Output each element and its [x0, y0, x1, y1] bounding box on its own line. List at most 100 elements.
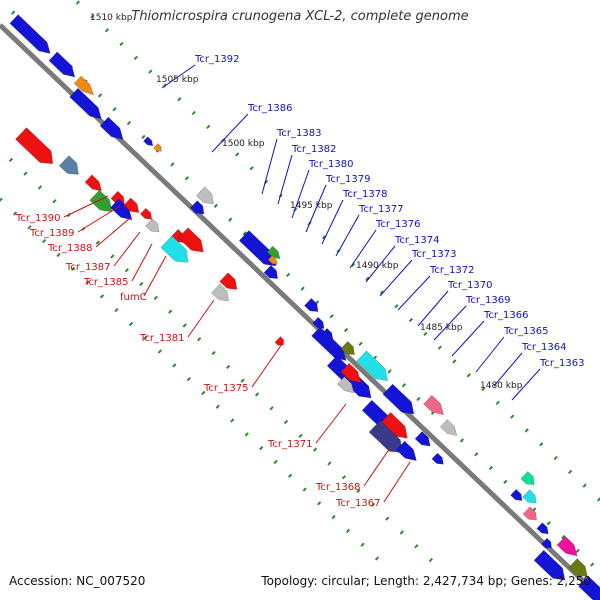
gene-label-top: Tcr_1370 [447, 280, 492, 291]
grid-dot [414, 544, 419, 549]
gene-label-top: Tcr_1369 [465, 295, 510, 306]
callout-line [433, 305, 467, 341]
grid-dot [408, 317, 414, 323]
gene-arrow [423, 394, 445, 416]
grid-dot [95, 240, 100, 245]
grid-dot [99, 294, 105, 299]
gene-label-top: Tcr_1374 [394, 235, 439, 246]
grid-dot [394, 304, 399, 309]
grid-dot [41, 238, 47, 244]
callout-line [161, 64, 196, 89]
grid-dot [126, 120, 132, 126]
gene-arrow [48, 51, 76, 78]
grid-dot [356, 488, 361, 494]
gene-arrow [431, 452, 444, 465]
grid-dot [206, 124, 211, 129]
grid-dot [215, 404, 220, 409]
gene-labels: Tcr_1392Tcr_1386Tcr_1383Tcr_1382Tcr_1380… [15, 54, 584, 509]
grid-dot [286, 272, 291, 277]
grid-dot [124, 268, 129, 273]
grid-dot [597, 497, 600, 502]
callout-line [315, 403, 347, 444]
callout-line [113, 231, 141, 267]
gene-arrow [414, 431, 431, 447]
gene-label-top: Tcr_1377 [358, 204, 403, 215]
gene-arrow [266, 245, 281, 260]
grid-dot [211, 350, 216, 356]
grid-dot [186, 376, 191, 382]
grid-dot [70, 266, 76, 271]
grid-dot [244, 432, 249, 437]
gene-label-top: Tcr_1378 [342, 189, 387, 200]
gene-label-bottom: Tcr_1385 [83, 277, 128, 288]
gene-arrow [382, 383, 415, 415]
callout-line [511, 368, 541, 401]
gene-label-bottom: Tcr_1389 [29, 228, 74, 239]
grid-dot [452, 359, 457, 364]
grid-dot [27, 225, 32, 230]
gene-arrow [304, 297, 319, 312]
callout-line [131, 243, 153, 282]
gene-arrow [153, 143, 162, 152]
grid-dot [524, 428, 529, 433]
grid-dot [399, 530, 404, 535]
grid-dot [590, 562, 595, 567]
grid-dot [546, 521, 551, 526]
grid-dot [13, 211, 18, 216]
grid-dot [37, 185, 43, 190]
grid-dot [230, 418, 235, 423]
gene-arrow [143, 136, 154, 147]
gene-arrow [533, 549, 566, 581]
grid-dot [466, 373, 471, 378]
grid-dot [259, 446, 264, 451]
grid-dot [300, 286, 305, 291]
gene-arrow [337, 376, 355, 394]
grid-dot [582, 483, 587, 488]
grid-dot [321, 235, 327, 240]
grid-dot [119, 41, 124, 47]
gene-arrow [541, 537, 552, 549]
grid-dot [177, 97, 182, 102]
gene-arrow [189, 200, 205, 215]
callout-line [143, 255, 167, 297]
gene-arrow [139, 207, 153, 220]
gene-arrow [578, 575, 600, 600]
callout-line [383, 461, 411, 503]
callout-line [63, 195, 109, 218]
callout-line [291, 169, 310, 219]
grid-dot [228, 217, 233, 222]
gene-label-bottom: Tcr_1368 [315, 482, 360, 493]
callout-line [363, 447, 391, 487]
tick-label: 1495 kbp [290, 201, 333, 211]
tick-label: 1505 kbp [156, 75, 199, 85]
grid-dot [298, 433, 303, 438]
grid-dot [0, 197, 3, 202]
accession-text: Accession: NC_007520 [9, 574, 146, 588]
gene-label-bottom: Tcr_1375 [203, 383, 248, 394]
gene-arrow [15, 127, 54, 165]
gene-arrow [522, 489, 537, 504]
grid-dot [327, 461, 332, 466]
grid-dot [269, 406, 274, 411]
gene-label-top: Tcr_1379 [325, 174, 370, 185]
grid-dot [379, 290, 385, 295]
gene-label-top: Tcr_1373 [411, 249, 456, 260]
tick-label: 1510 kbp [90, 13, 133, 23]
grid-dot [85, 280, 90, 285]
gene-arrow [219, 272, 238, 290]
grid-dot [104, 28, 110, 33]
grid-dot [148, 69, 153, 74]
grid-dot [329, 314, 334, 319]
grid-dot [387, 369, 392, 374]
grid-dot [568, 469, 573, 474]
callout-line [187, 299, 215, 338]
grid-dot [11, 10, 16, 15]
grid-dot [197, 337, 202, 342]
gene-label-bottom: fumC [120, 292, 147, 303]
grid-dot [90, 14, 95, 19]
gene-label-top: Tcr_1383 [276, 128, 321, 139]
grid-dot [539, 442, 544, 447]
gene-arrow [395, 440, 417, 462]
grid-dot [213, 203, 218, 208]
